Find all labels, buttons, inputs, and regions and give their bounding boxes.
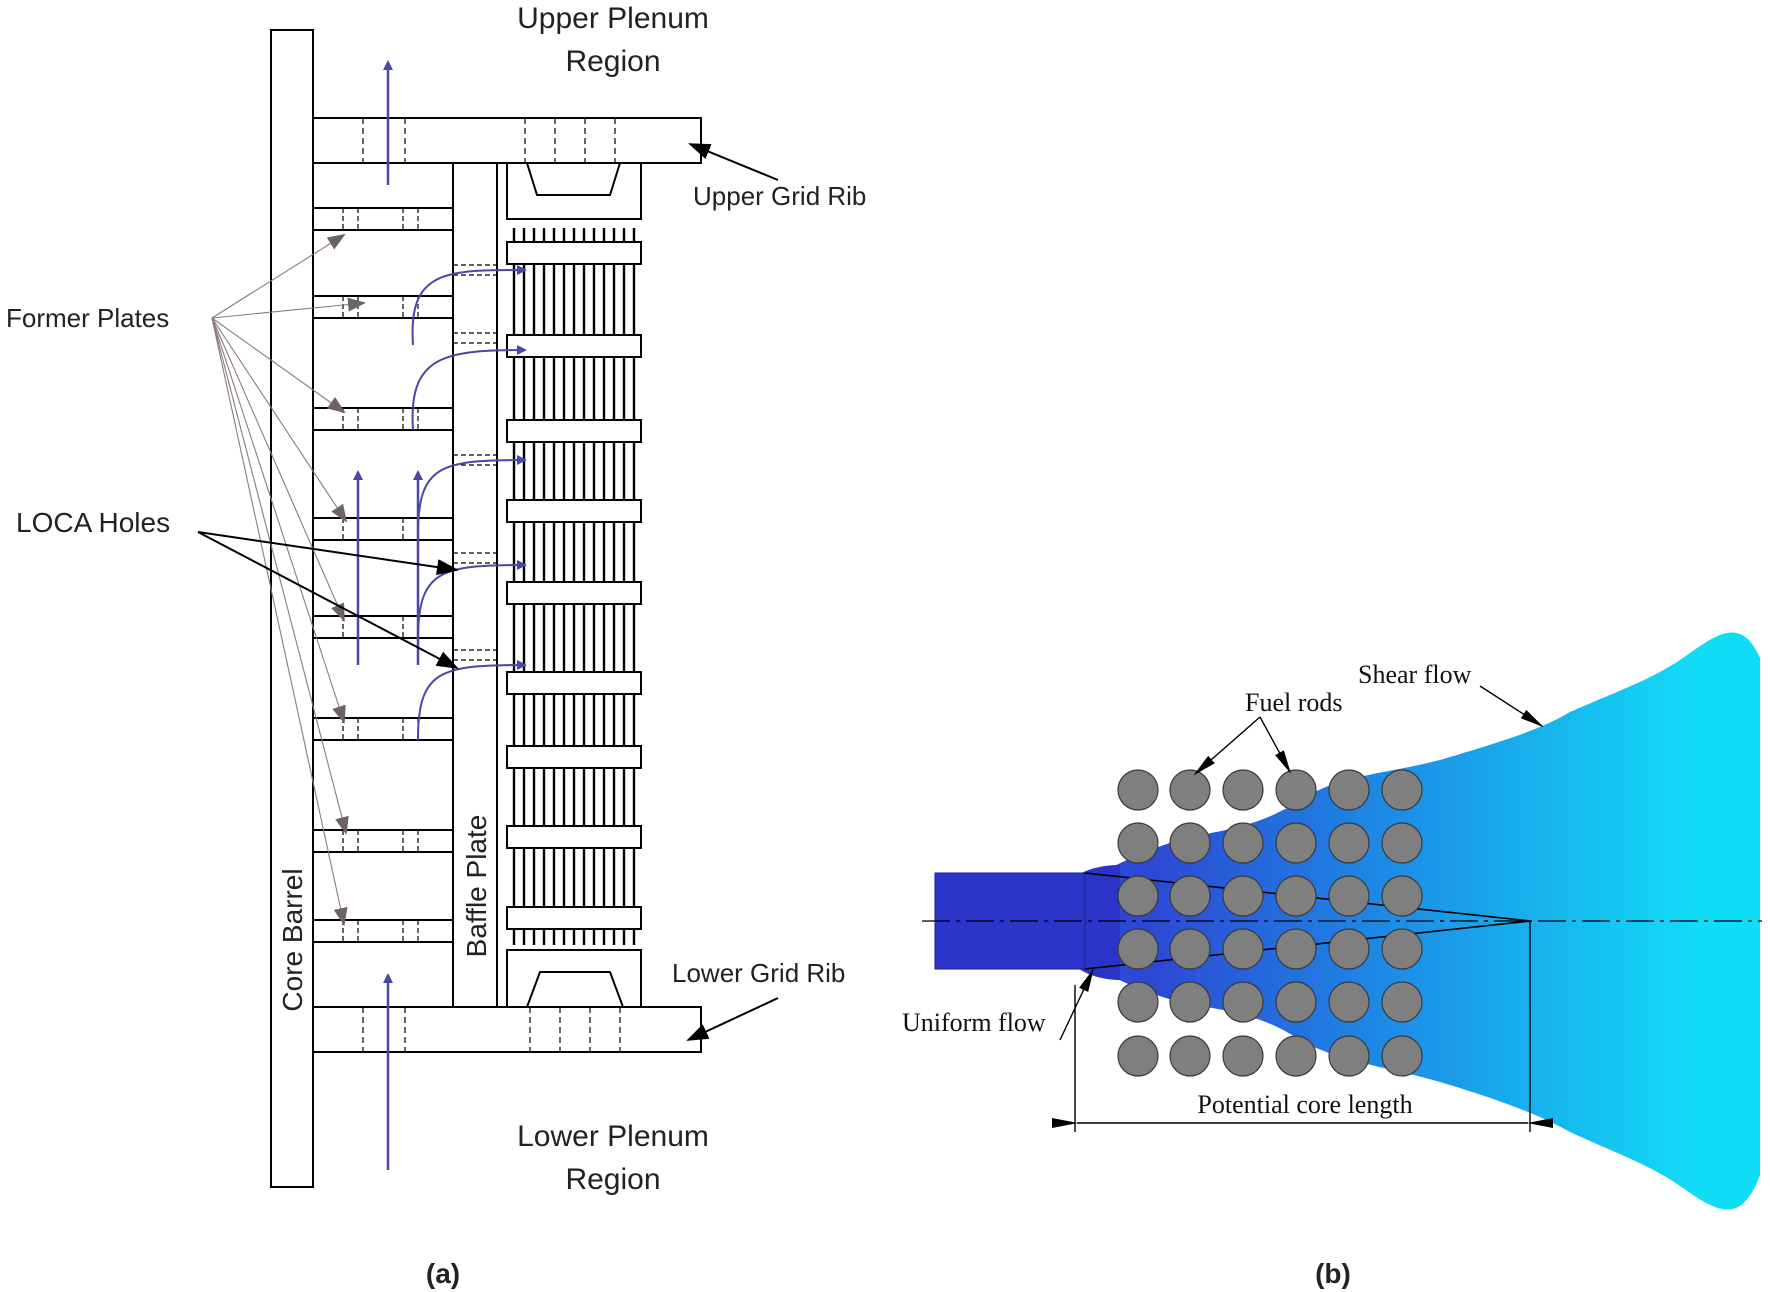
fuel-rod	[1169, 822, 1211, 864]
fuel-rod-array	[1117, 769, 1423, 1077]
fuel-rod	[1117, 769, 1159, 811]
fuel-rod	[1381, 875, 1423, 917]
uniform-flow-label: Uniform flow	[902, 1008, 1046, 1037]
loca-holes-pointers	[197, 531, 459, 669]
fuel-rod	[1222, 822, 1264, 864]
panel-b-jet-flow	[922, 632, 1762, 1210]
top-nozzle-profile	[526, 162, 621, 196]
fuel-rod	[1169, 1035, 1211, 1077]
fuel-rod	[1275, 981, 1317, 1023]
fuel-rod	[1275, 928, 1317, 970]
panel-a-reactor-internals	[197, 29, 779, 1188]
fuel-rod	[1328, 822, 1370, 864]
fuel-rod	[1381, 1035, 1423, 1077]
panel-b-pointers	[1059, 685, 1544, 1041]
fuel-rod	[1117, 875, 1159, 917]
fuel-rod	[1222, 1035, 1264, 1077]
upper-grid-rib-label: Upper Grid Rib	[693, 181, 866, 211]
baffle-plate	[452, 162, 498, 1008]
bypass-flow-arrows	[411, 265, 527, 741]
fuel-rod	[1381, 981, 1423, 1023]
fuel-rod	[1169, 928, 1211, 970]
former-plates-label: Former Plates	[6, 303, 169, 333]
lower-plenum-label-1: Lower Plenum	[517, 1120, 709, 1153]
fuel-rod	[1222, 875, 1264, 917]
fuel-rod	[1117, 981, 1159, 1023]
upper-grid-plate	[312, 117, 702, 164]
fuel-rod	[1328, 1035, 1370, 1077]
fuel-rods-label: Fuel rods	[1245, 688, 1343, 717]
upper-plenum-label-1: Upper Plenum	[517, 2, 709, 35]
upper-grid-plate-holes	[362, 118, 616, 163]
bottom-nozzle	[506, 949, 642, 1008]
loca-holes-label: LOCA Holes	[16, 507, 170, 538]
upper-plenum-label-2: Region	[565, 45, 660, 78]
panel-a-caption: (a)	[426, 1258, 460, 1289]
panel-b-caption: (b)	[1315, 1258, 1351, 1289]
shear-flow-label: Shear flow	[1358, 660, 1472, 689]
fuel-rod	[1381, 928, 1423, 970]
fuel-rod	[1222, 769, 1264, 811]
fuel-rod	[1117, 1035, 1159, 1077]
fuel-rod	[1328, 928, 1370, 970]
fuel-rod	[1169, 981, 1211, 1023]
grid-rib-pointers	[686, 143, 779, 1041]
fuel-rod	[1275, 769, 1317, 811]
fuel-rod	[1169, 769, 1211, 811]
spacer-grids	[506, 241, 642, 930]
fuel-rod	[1275, 1035, 1317, 1077]
panel-a-labels: Upper Plenum Region Lower Plenum Region …	[6, 2, 866, 1289]
core-barrel	[270, 29, 314, 1188]
top-nozzle	[506, 162, 642, 220]
fuel-rod	[1117, 928, 1159, 970]
fuel-rod	[1222, 981, 1264, 1023]
potential-core-length-label: Potential core length	[1197, 1090, 1412, 1119]
fuel-rod	[1275, 822, 1317, 864]
fuel-rod	[1328, 981, 1370, 1023]
fuel-rod	[1275, 875, 1317, 917]
baffle-plate-label: Baffle Plate	[461, 815, 492, 958]
lower-plenum-label-2: Region	[565, 1163, 660, 1196]
core-barrel-label: Core Barrel	[277, 868, 308, 1011]
fuel-rod	[1117, 822, 1159, 864]
fuel-rod	[1328, 875, 1370, 917]
fuel-rod	[1328, 769, 1370, 811]
lower-grid-plate	[312, 1006, 702, 1053]
former-plates	[312, 207, 454, 943]
bottom-nozzle-profile	[526, 971, 624, 1008]
fuel-rod	[1222, 928, 1264, 970]
lower-grid-rib-label: Lower Grid Rib	[672, 958, 845, 988]
baffle-loca-holes	[453, 264, 497, 661]
fuel-rod	[1381, 769, 1423, 811]
lower-grid-plate-holes	[362, 1007, 621, 1052]
fuel-rod	[1169, 875, 1211, 917]
panel-b-labels: Shear flow Fuel rods Uniform flow Potent…	[902, 660, 1472, 1289]
fuel-rod	[1381, 822, 1423, 864]
